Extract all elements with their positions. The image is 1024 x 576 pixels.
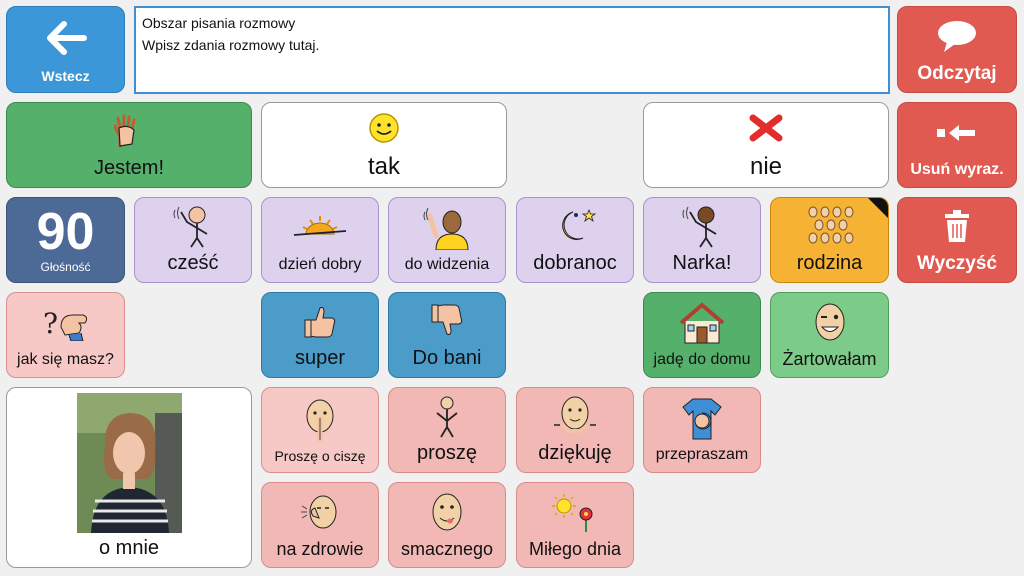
raised-hand-icon	[7, 103, 251, 158]
clear-button-label: Wyczyść	[917, 253, 997, 275]
tile-przepraszam-label: przepraszam	[655, 446, 749, 464]
sunrise-icon	[262, 198, 378, 257]
tile-na-zdrowie[interactable]: na zdrowie	[261, 482, 379, 568]
speak-button[interactable]: Odczytaj	[897, 6, 1017, 93]
sneezing-face-icon	[262, 483, 378, 540]
tile-jak-sie-masz-label: jak się masz?	[17, 351, 114, 369]
waving-person-dark-icon	[644, 198, 760, 253]
tile-czesc-label: cześć	[167, 252, 219, 274]
tile-zartowalam[interactable]: Żartowałam	[770, 292, 889, 378]
speak-button-label: Odczytaj	[917, 63, 997, 85]
tile-do-bani[interactable]: Do bani	[388, 292, 506, 378]
question-hand-icon: ?	[7, 293, 124, 352]
svg-text:?: ?	[43, 307, 58, 340]
volume-label: Głośność	[40, 260, 91, 275]
tile-prosze[interactable]: proszę	[388, 387, 506, 473]
tile-przepraszam[interactable]: przepraszam	[643, 387, 761, 473]
family-faces-icon	[771, 198, 888, 253]
waving-person-icon	[135, 198, 251, 253]
moon-and-stars-icon	[517, 198, 633, 253]
volume-control[interactable]: 90 Głośność	[6, 197, 125, 283]
tile-jade-do-domu-label: jadę do domu	[653, 351, 751, 369]
sorry-gesture-icon	[644, 388, 760, 447]
tile-rodzina[interactable]: rodzina	[770, 197, 889, 283]
compose-area[interactable]: Obszar pisania rozmowy Wpisz zdania rozm…	[134, 6, 890, 94]
tile-dobranoc-label: dobranoc	[533, 252, 617, 274]
back-button-label: Wstecz	[41, 68, 90, 85]
tile-do-bani-label: Do bani	[412, 347, 482, 369]
backspace-arrow-icon	[898, 103, 1016, 162]
tasty-face-icon	[389, 483, 505, 540]
compose-title: Obszar pisania rozmowy	[142, 15, 296, 31]
tile-jestem-label: Jestem!	[93, 157, 165, 179]
tile-tak-label: tak	[367, 152, 400, 180]
tile-dzien-dobry[interactable]: dzień dobry	[261, 197, 379, 283]
tile-do-widzenia-label: do widzenia	[404, 256, 490, 274]
tile-narka-label: Narka!	[672, 252, 732, 274]
tile-o-mnie-label: o mnie	[98, 537, 160, 559]
tile-dobranoc[interactable]: dobranoc	[516, 197, 634, 283]
tile-narka[interactable]: Narka!	[643, 197, 761, 283]
tile-do-widzenia[interactable]: do widzenia	[388, 197, 506, 283]
tile-prosze-o-cisze-label: Proszę o ciszę	[274, 448, 366, 465]
pleading-hands-icon	[389, 388, 505, 443]
tile-jestem[interactable]: Jestem!	[6, 102, 252, 188]
red-x-icon	[644, 103, 888, 154]
thumbs-down-icon	[389, 293, 505, 348]
delete-word-button[interactable]: Usuń wyraz.	[897, 102, 1017, 188]
smiling-sun-icon	[262, 103, 506, 154]
tile-jade-do-domu[interactable]: jadę do domu	[643, 292, 761, 378]
volume-value: 90	[36, 202, 95, 261]
tile-o-mnie[interactable]: o mnie	[6, 387, 252, 568]
folder-corner-icon	[868, 198, 888, 218]
clear-button[interactable]: Wyczyść	[897, 197, 1017, 283]
house-icon	[644, 293, 760, 352]
thumbs-up-icon	[262, 293, 378, 348]
tile-prosze-o-cisze[interactable]: Proszę o ciszę	[261, 387, 379, 473]
trash-icon	[898, 198, 1016, 254]
tile-dziekuje-label: dziękuję	[538, 442, 612, 464]
tile-milego-dnia-label: Miłego dnia	[528, 539, 622, 560]
speech-bubble-icon	[898, 7, 1016, 64]
delete-word-button-label: Usuń wyraz.	[910, 161, 1004, 179]
tile-na-zdrowie-label: na zdrowie	[276, 539, 364, 560]
tile-rodzina-label: rodzina	[796, 252, 863, 274]
tile-milego-dnia[interactable]: Miłego dnia	[516, 482, 634, 568]
compose-placeholder: Wpisz zdania rozmowy tutaj.	[142, 37, 320, 53]
tile-prosze-label: proszę	[416, 442, 478, 464]
tile-zartowalam-label: Żartowałam	[782, 349, 877, 370]
tile-dzien-dobry-label: dzień dobry	[278, 256, 362, 274]
winking-face-icon	[771, 293, 888, 350]
tile-dziekuje[interactable]: dziękuję	[516, 387, 634, 473]
shushing-face-icon	[262, 388, 378, 449]
tile-nie-label: nie	[749, 152, 783, 180]
tile-tak[interactable]: tak	[261, 102, 507, 188]
tile-czesc[interactable]: cześć	[134, 197, 252, 283]
tile-smacznego[interactable]: smacznego	[388, 482, 506, 568]
sun-and-flower-icon	[517, 483, 633, 540]
tile-super-label: super	[294, 347, 346, 369]
profile-photo	[76, 393, 182, 533]
thank-you-gesture-icon	[517, 388, 633, 443]
waving-goodbye-icon	[389, 198, 505, 257]
tile-smacznego-label: smacznego	[400, 539, 494, 560]
tile-super[interactable]: super	[261, 292, 379, 378]
left-arrow-icon	[7, 7, 124, 69]
tile-nie[interactable]: nie	[643, 102, 889, 188]
back-button[interactable]: Wstecz	[6, 6, 125, 93]
tile-jak-sie-masz[interactable]: ? jak się masz?	[6, 292, 125, 378]
